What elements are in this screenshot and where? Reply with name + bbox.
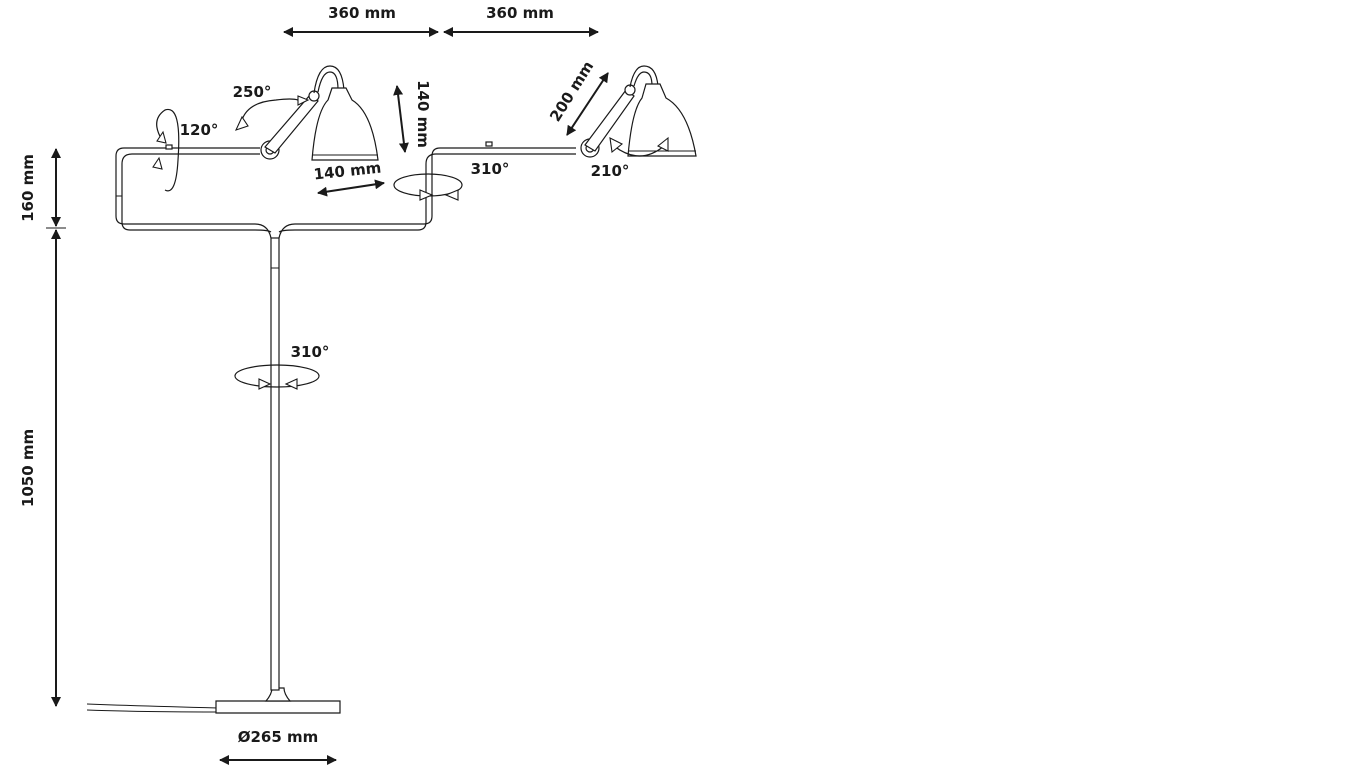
left-shade (311, 87, 379, 161)
lamp-stem (270, 237, 280, 691)
right-arm-angle-label: 310° (471, 160, 510, 178)
right-shade-rotation (609, 136, 669, 157)
left-joint-rotation (234, 95, 310, 131)
angle-labels: 250° 120° 310° 210° 310° (180, 83, 630, 361)
right-arm (278, 147, 576, 239)
shade-height-label: 140 mm (414, 80, 432, 148)
right-arm-rotation (393, 173, 463, 201)
left-lamp-head (260, 65, 379, 161)
dimension-labels: 360 mm 360 mm 140 mm 140 mm 200 mm 160 m… (19, 4, 597, 746)
left-joint-angle-label: 250° (233, 83, 272, 101)
small-arm-length-label: 200 mm (546, 58, 597, 125)
shade-height-arrow (393, 85, 409, 153)
right-shade (627, 83, 697, 157)
shade-width-label: 140 mm (313, 159, 382, 184)
arm-left-width-label: 360 mm (328, 4, 396, 22)
stand-height-label: 1050 mm (19, 429, 37, 507)
left-pivot-rotation (152, 108, 180, 192)
crossbar-height-label: 160 mm (19, 154, 37, 222)
lamp-structure (86, 65, 697, 714)
shade-width-arrow (317, 179, 385, 197)
right-lamp-head (580, 65, 697, 158)
arm-right-width-label: 360 mm (486, 4, 554, 22)
stem-rotation (234, 364, 320, 390)
base-diameter-label: Ø265 mm (238, 728, 319, 746)
dimension-arrows (46, 27, 609, 765)
left-arm (115, 147, 272, 239)
left-pivot-angle-label: 120° (180, 121, 219, 139)
stem-angle-label: 310° (291, 343, 330, 361)
small-arm-length-arrow (566, 72, 609, 136)
power-cable (86, 703, 219, 709)
lamp-base (215, 700, 341, 714)
rotation-indicators (152, 95, 669, 390)
right-shade-angle-label: 210° (591, 162, 630, 180)
